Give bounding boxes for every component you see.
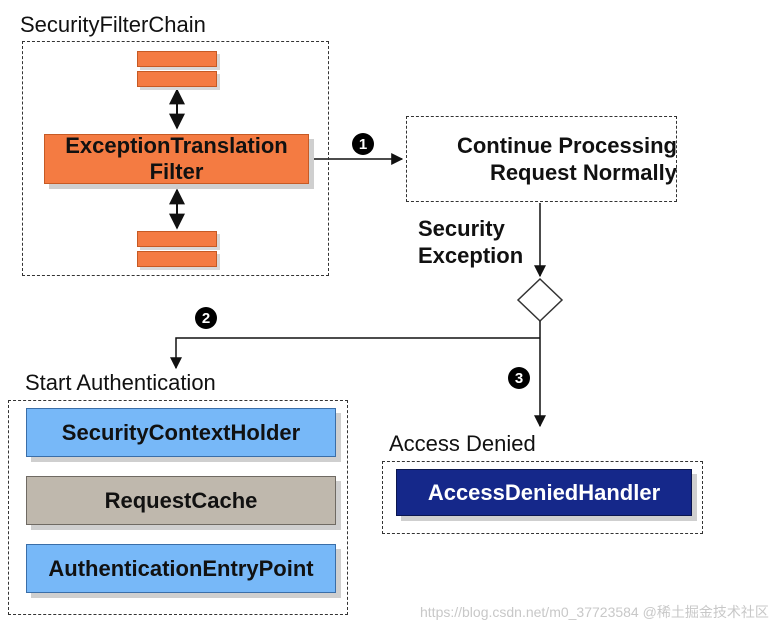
- access-denied-container: [382, 461, 703, 534]
- continue-processing-box: Continue Processing Request Normally: [406, 116, 689, 202]
- access-denied-handler-box: AccessDeniedHandler: [396, 469, 692, 516]
- filter-bar-bottom-2: [137, 251, 217, 267]
- filter-bar-top-2: [137, 71, 217, 87]
- continue-processing-container: [406, 116, 677, 202]
- step-1-badge: 1: [352, 133, 374, 155]
- filter-label-line1: ExceptionTranslation: [65, 133, 288, 158]
- authentication-entry-point-box: AuthenticationEntryPoint: [26, 544, 336, 593]
- security-filter-chain-title: SecurityFilterChain: [20, 12, 206, 37]
- security-context-holder-box: SecurityContextHolder: [26, 408, 336, 457]
- security-context-holder-label: SecurityContextHolder: [61, 419, 301, 445]
- security-exception-line1: Security: [418, 216, 505, 241]
- start-authentication-container: [8, 400, 348, 615]
- exception-translation-filter: ExceptionTranslation Filter: [44, 133, 309, 184]
- security-exception-line2: Exception: [418, 243, 524, 268]
- access-denied-title: Access Denied: [389, 431, 536, 456]
- continue-line1: Continue Processing: [456, 133, 677, 158]
- continue-line2: Request Normally: [489, 160, 677, 185]
- authentication-entry-point-label: AuthenticationEntryPoint: [48, 555, 314, 581]
- request-cache-box: RequestCache: [26, 476, 336, 525]
- decision-diamond: [516, 277, 564, 323]
- filter-bar-bottom-1: [137, 231, 217, 247]
- step-2-badge: 2: [195, 307, 217, 329]
- step-3-badge: 3: [508, 367, 530, 389]
- security-filter-chain-container: [22, 41, 329, 276]
- access-denied-handler-label: AccessDeniedHandler: [427, 479, 661, 505]
- security-exception-label: Security Exception: [418, 215, 523, 269]
- watermark-text: https://blog.csdn.net/m0_37723584 @稀土掘金技…: [420, 604, 769, 620]
- arrow-to-start-authentication: [170, 337, 540, 370]
- request-cache-label: RequestCache: [104, 487, 258, 513]
- start-authentication-title: Start Authentication: [25, 370, 216, 395]
- filter-label-line2: Filter: [149, 159, 204, 184]
- filter-bar-top-1: [137, 51, 217, 67]
